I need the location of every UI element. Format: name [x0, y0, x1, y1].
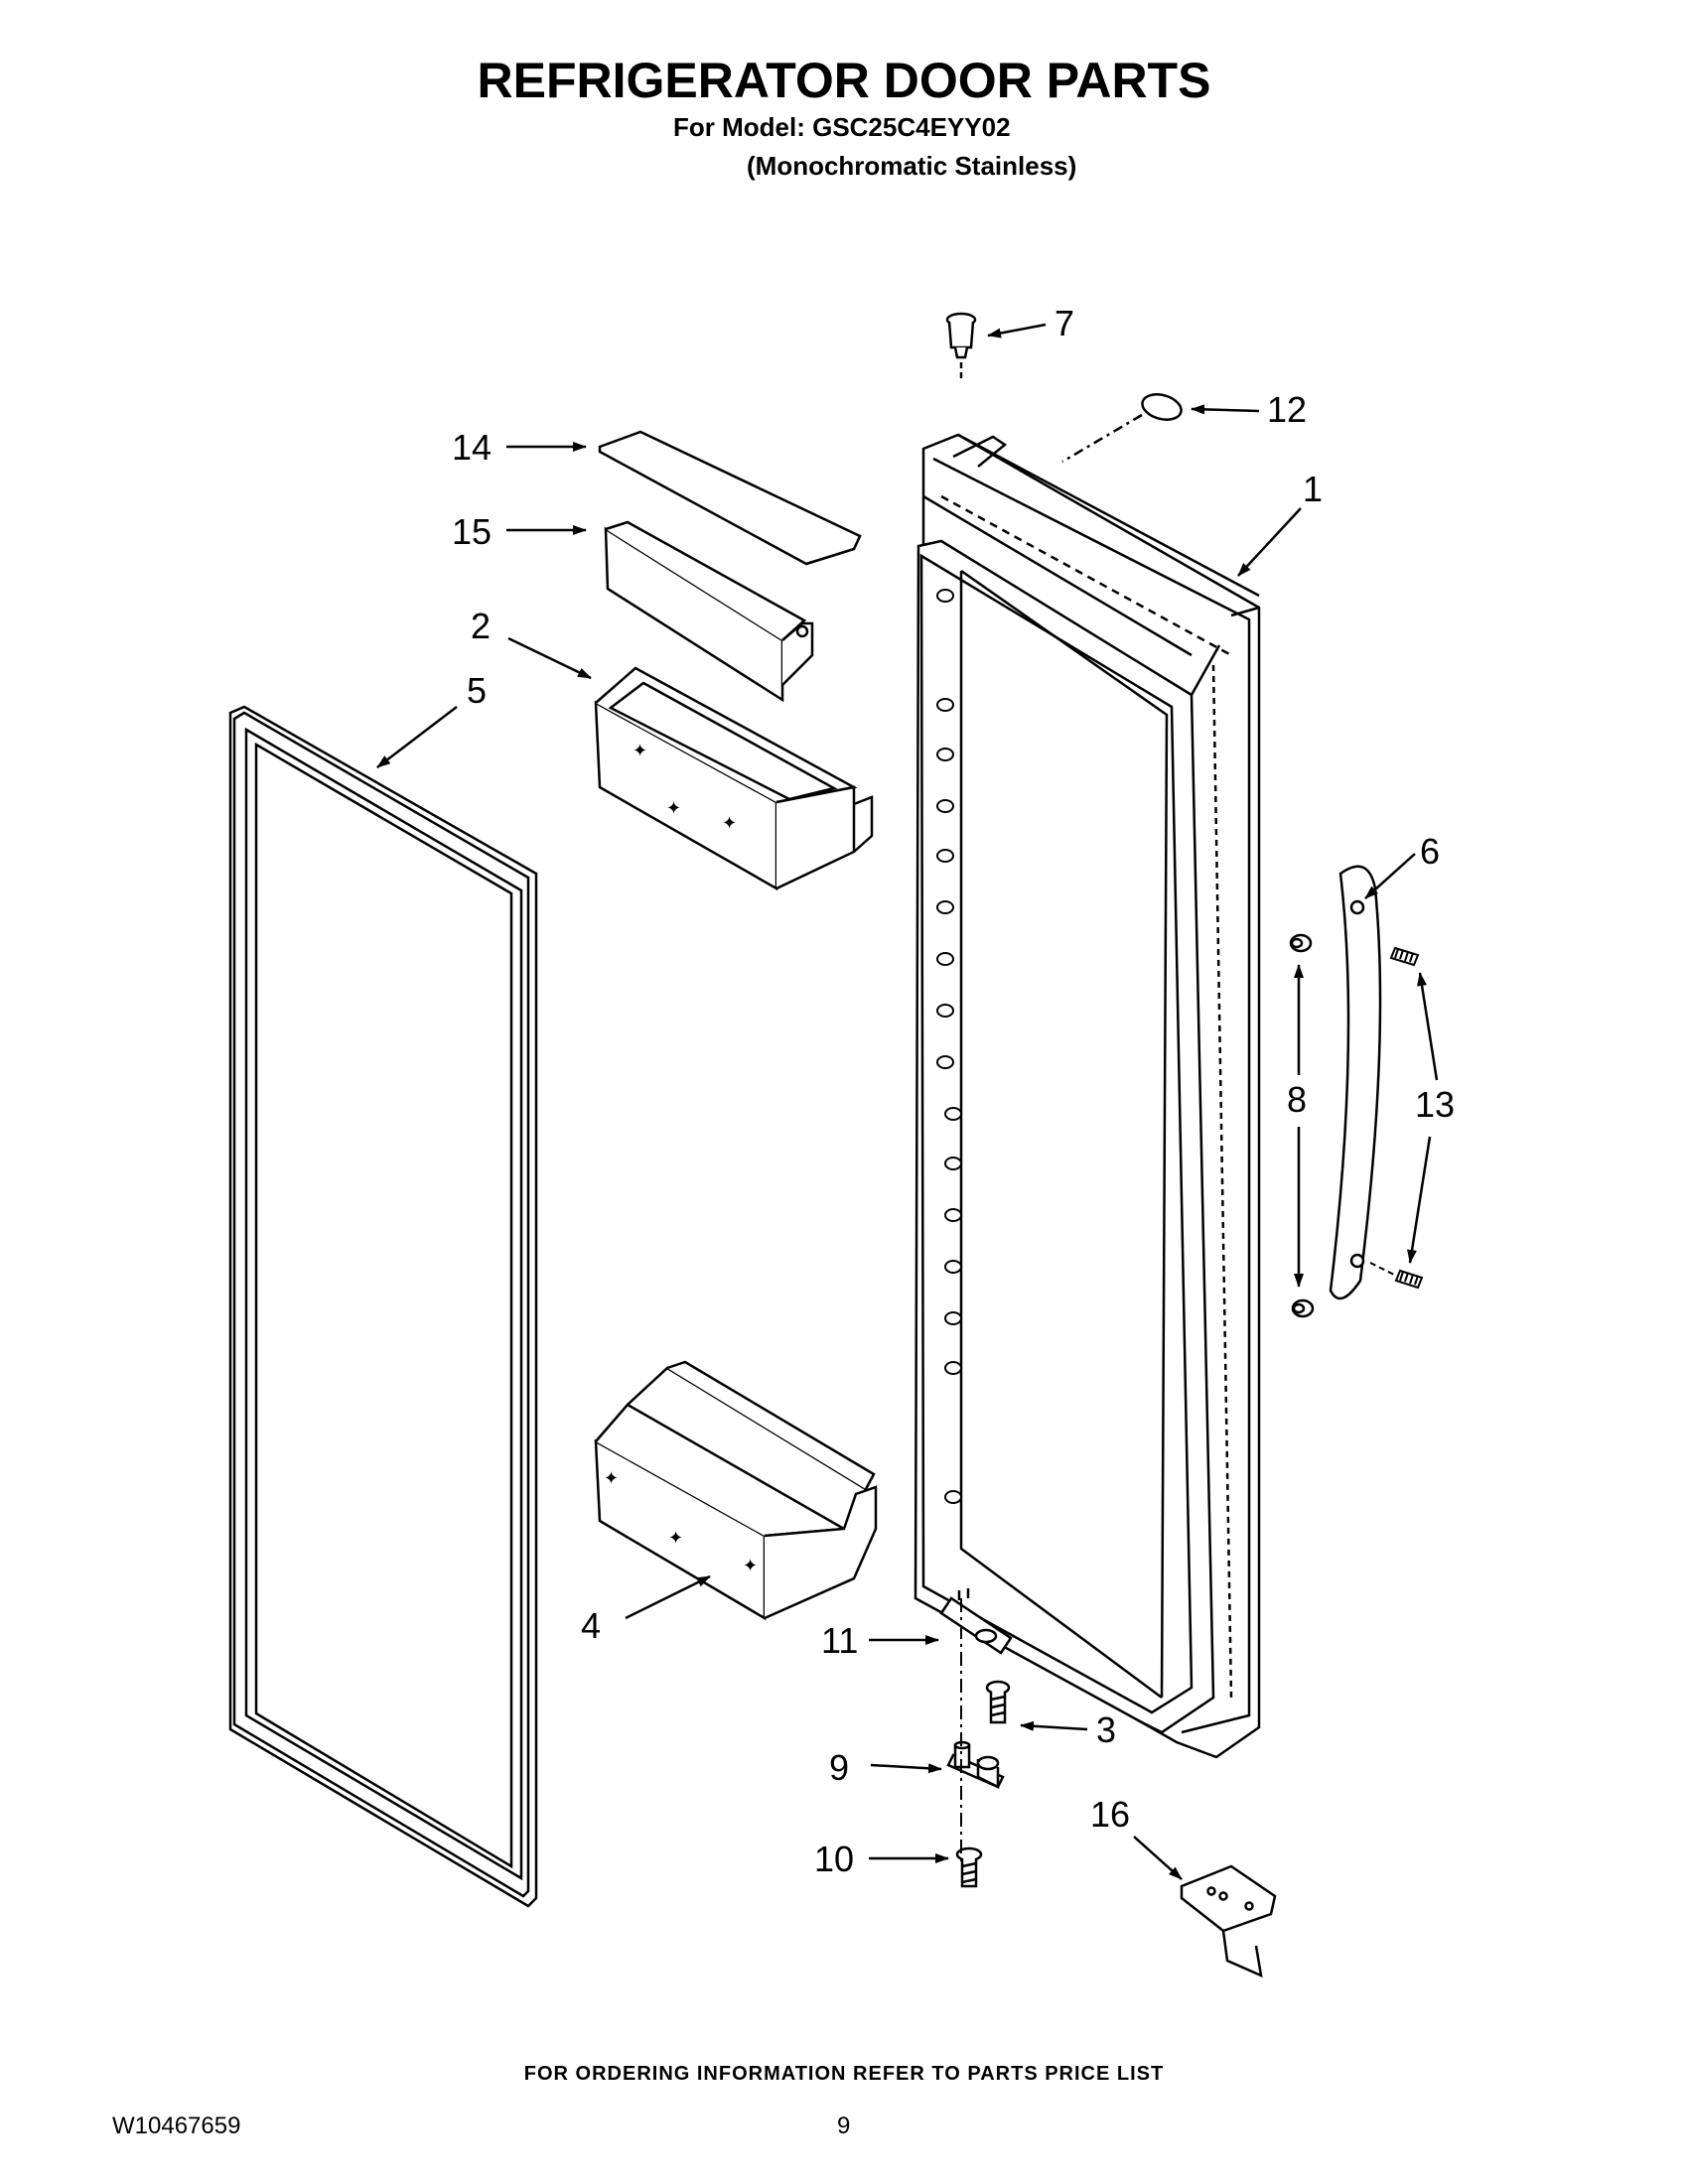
- model-line: For Model: GSC25C4EYY02: [673, 112, 1011, 142]
- door-assembly: [914, 433, 1261, 1759]
- page-number: 9: [837, 2113, 851, 2139]
- hinge-screw: [985, 1680, 1011, 1724]
- callout-16: 16: [1090, 1794, 1130, 1835]
- callout-1: 1: [1303, 469, 1323, 509]
- shelf-front-trim: [604, 520, 814, 703]
- callout-7: 7: [1055, 303, 1074, 343]
- svg-text:✦: ✦: [604, 1468, 619, 1489]
- callout-2: 2: [471, 606, 491, 646]
- document-number: W10467659: [112, 2113, 241, 2139]
- svg-text:✦: ✦: [633, 741, 647, 761]
- plug-button: [1061, 393, 1183, 464]
- handle-spacers: [1289, 933, 1315, 1318]
- svg-text:✦: ✦: [722, 813, 737, 834]
- callout-8: 8: [1287, 1079, 1307, 1120]
- handle-set-screws: [1369, 946, 1424, 1290]
- finish-line: (Monochromatic Stainless): [747, 151, 1077, 181]
- callout-9: 9: [829, 1747, 849, 1788]
- svg-text:✦: ✦: [668, 1528, 683, 1549]
- hinge-bushing: [945, 312, 977, 382]
- callout-12: 12: [1267, 389, 1307, 430]
- leader-arrows: [376, 323, 1439, 1880]
- hinge-cover-bracket: [1180, 1864, 1277, 1979]
- shelf-clips: [936, 589, 963, 1504]
- bottom-hinge: [946, 1740, 1005, 1790]
- callout-11: 11: [821, 1620, 858, 1661]
- upper-door-bin: ✦ ✦ ✦: [594, 666, 874, 891]
- svg-text:✦: ✦: [666, 798, 681, 819]
- hinge-lower-screw: [955, 1846, 983, 1888]
- callout-13: 13: [1415, 1084, 1455, 1125]
- page-title: REFRIGERATOR DOOR PARTS: [477, 53, 1211, 108]
- hinge-shim: [939, 1588, 1013, 1655]
- callout-10: 10: [814, 1839, 854, 1879]
- door-handle: [1329, 865, 1382, 1300]
- callout-14: 14: [452, 427, 492, 468]
- callout-15: 15: [452, 511, 492, 552]
- callout-4: 4: [581, 1605, 601, 1646]
- callout-6: 6: [1420, 831, 1440, 872]
- shelf-trim: [598, 430, 862, 566]
- callout-5: 5: [467, 670, 487, 711]
- svg-text:✦: ✦: [743, 1556, 758, 1576]
- lower-door-bin: ✦ ✦ ✦: [594, 1360, 878, 1621]
- ordering-note: FOR ORDERING INFORMATION REFER TO PARTS …: [523, 2063, 1165, 2085]
- door-gasket: [228, 705, 538, 1908]
- callout-3: 3: [1096, 1709, 1116, 1750]
